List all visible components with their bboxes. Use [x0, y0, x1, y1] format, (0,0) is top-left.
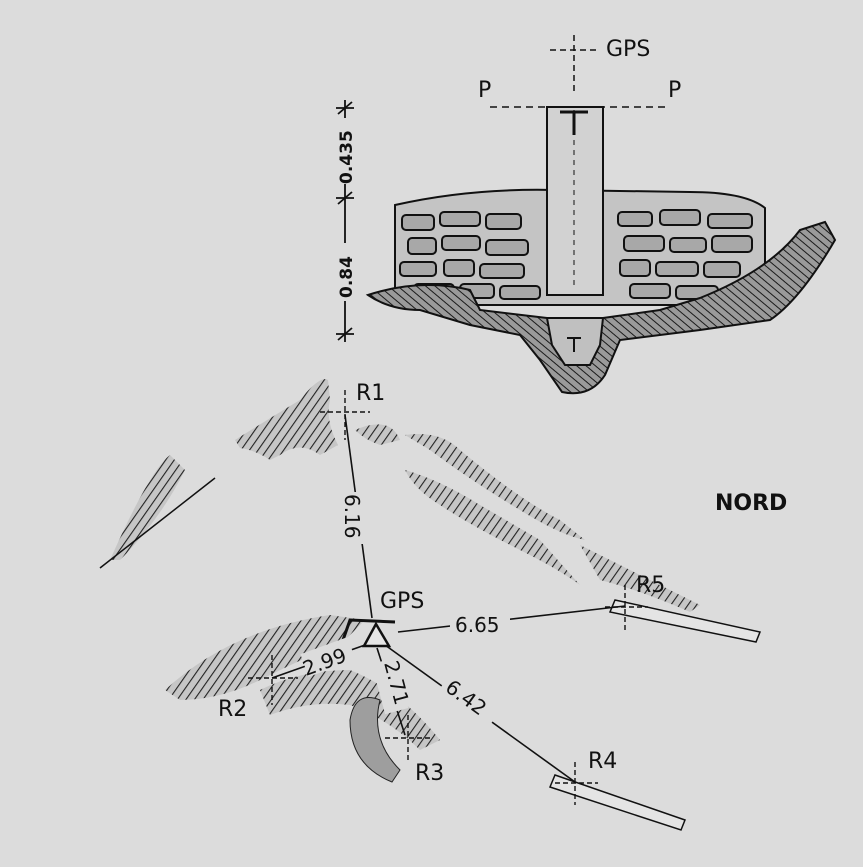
- pillar-section: GPS P P: [334, 35, 837, 395]
- gps-station-triangle: [361, 621, 392, 648]
- wall-stones: [399, 209, 753, 300]
- ref-label-r4: R4: [588, 749, 617, 774]
- ref-label-r2: R2: [218, 697, 247, 722]
- gps-top-cross: [550, 35, 598, 95]
- gps-top-label: GPS: [606, 37, 650, 62]
- plan-sketch: GPS R1 R2 R3 R4 R5 6.16 2.99 2.71 6.65 6…: [99, 379, 787, 831]
- ref-label-r1: R1: [356, 381, 385, 406]
- pillar-top-marker: [560, 110, 588, 135]
- distance-r1: 6.16: [340, 494, 364, 539]
- section-marker-right: P: [668, 78, 681, 103]
- rock-ridge-south: [405, 470, 580, 585]
- ref-label-r5: R5: [636, 573, 665, 598]
- rock-outcrop-r3: [260, 670, 440, 750]
- ref-label-r3: R3: [415, 761, 444, 786]
- dimension-lower: 0.84: [337, 256, 357, 298]
- ground-profile: [365, 220, 837, 395]
- rock-outcrop-west: [110, 455, 185, 560]
- reference-crosses: [248, 390, 648, 805]
- rock-outcrop-r1: [235, 379, 338, 460]
- rod-r4: [548, 774, 686, 831]
- north-label: NORD: [715, 491, 787, 516]
- gps-station-label: GPS: [380, 589, 424, 614]
- dimension-upper: 0.435: [337, 130, 357, 184]
- rock-outcrop-r2: [165, 615, 365, 700]
- measurement-lines: [271, 414, 626, 783]
- concrete-pillar: [546, 106, 604, 296]
- distance-r5: 6.65: [455, 613, 500, 637]
- rock-ridge-north: [405, 434, 585, 540]
- section-marker-left: P: [478, 78, 491, 103]
